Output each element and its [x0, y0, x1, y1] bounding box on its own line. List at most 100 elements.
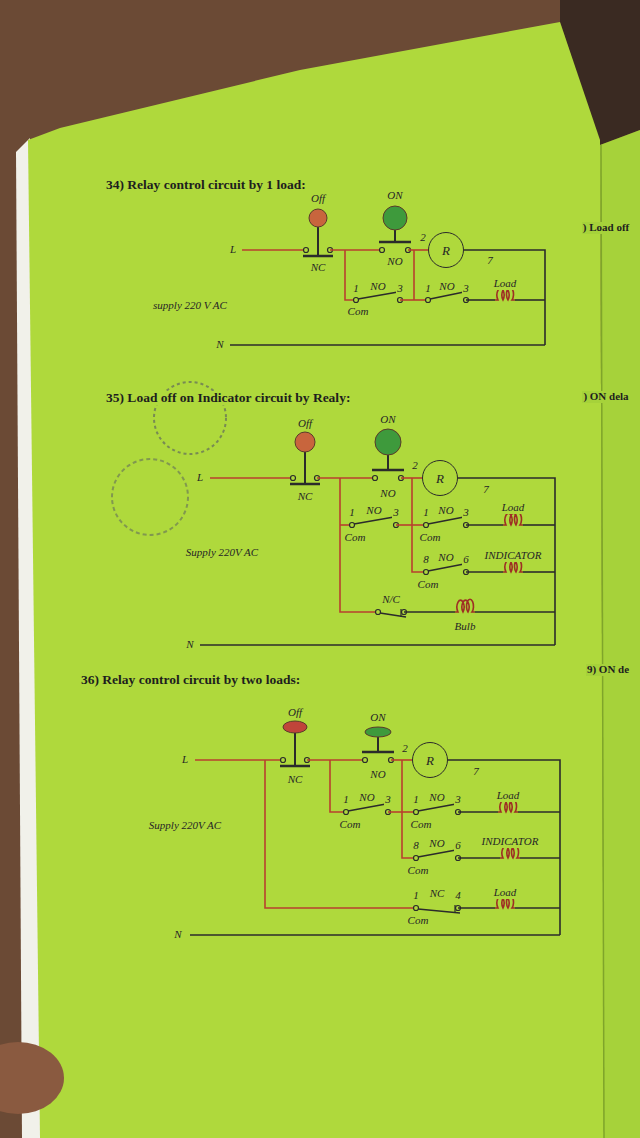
push-button-stem — [377, 737, 379, 752]
no-contact — [428, 517, 464, 524]
circuit-label: NC — [429, 888, 446, 900]
relay-coil: R — [422, 460, 458, 496]
circuit-label: L — [196, 472, 204, 484]
lamp-symbol — [503, 512, 523, 525]
wire — [523, 524, 555, 526]
circuit-label: 1 — [412, 794, 420, 806]
circuit-label: NO — [437, 505, 454, 517]
circuit-label: ON — [386, 190, 403, 202]
wire — [404, 611, 455, 613]
wire — [396, 524, 426, 526]
next-page-heading: ) ON dela — [582, 391, 629, 403]
thumb — [0, 1042, 64, 1114]
circuit-label: Load — [496, 790, 521, 802]
page-gutter — [601, 145, 604, 1138]
circuit-label: INDICATOR — [484, 550, 543, 562]
wire — [413, 250, 415, 300]
terminal — [424, 570, 429, 575]
circuit-label: 2 — [401, 743, 409, 755]
terminal — [350, 523, 355, 528]
relay-coil: R — [412, 742, 448, 778]
circuit-label: Off — [310, 193, 326, 205]
circuit-label: 6 — [454, 840, 462, 852]
circuit-label: Supply 220V AC — [185, 547, 259, 559]
circuit-label: NC — [310, 262, 327, 274]
circuit-label: NO — [428, 792, 445, 804]
terminal — [281, 758, 286, 763]
relay-coil: R — [428, 232, 464, 268]
push-button-bar — [362, 751, 394, 754]
wire — [466, 524, 503, 526]
push-button-bar — [280, 765, 310, 768]
circuit-label: Load — [501, 502, 526, 514]
circuit-label: 3 — [392, 507, 400, 519]
wire — [401, 760, 403, 812]
circuit-label: Com — [417, 579, 440, 591]
wire — [458, 478, 555, 645]
circuit-label: 7 — [472, 766, 480, 778]
wire — [307, 759, 365, 761]
circuit-label: ON — [379, 414, 396, 426]
terminal — [414, 906, 419, 911]
circuit-label: 3 — [384, 794, 392, 806]
wire — [317, 477, 375, 479]
wire — [475, 611, 555, 613]
circuit-label: N — [173, 929, 182, 941]
circuit-label: 3 — [396, 283, 404, 295]
circuit-label: Load — [493, 887, 518, 899]
circuit-label: NO — [358, 792, 375, 804]
wire — [458, 811, 498, 813]
wire — [448, 760, 560, 935]
circuit-label: NO — [428, 838, 445, 850]
circuit-label: 3 — [462, 507, 470, 519]
terminal — [376, 610, 381, 615]
circuit-label: 1 — [352, 283, 360, 295]
push-button-stem — [387, 455, 389, 470]
wire — [466, 299, 495, 301]
circuit-label: NO — [379, 488, 396, 500]
terminal — [414, 810, 419, 815]
push-button-bar — [379, 241, 411, 244]
wire — [242, 249, 306, 251]
no-contact — [354, 517, 394, 524]
circuit-label: NO — [437, 552, 454, 564]
push-button-bar — [303, 255, 333, 258]
wire — [411, 478, 413, 525]
wire — [515, 299, 545, 301]
circuit-label: Com — [339, 819, 362, 831]
no-contact — [418, 850, 456, 857]
coil-label: R — [442, 244, 450, 257]
circuit-label: NC — [287, 774, 304, 786]
wire — [210, 477, 293, 479]
wire — [230, 344, 545, 346]
circuit-heading: 34) Relay control circuit by 1 load: — [105, 178, 307, 192]
circuit-heading: 35) Load off on Indicator circuit by Rea… — [105, 391, 351, 405]
wire — [200, 644, 555, 646]
push-button-cap — [309, 209, 327, 227]
circuit-label: 8 — [412, 840, 420, 852]
wire — [518, 811, 560, 813]
push-button-stem — [294, 733, 296, 766]
push-button-stem — [317, 227, 319, 256]
circuit-label: 1 — [342, 794, 350, 806]
wire — [195, 759, 283, 761]
circuit-label: 7 — [482, 484, 490, 496]
circuit-label: 4 — [454, 890, 462, 902]
circuit-label: 1 — [424, 283, 432, 295]
circuit-label: Com — [410, 819, 433, 831]
terminal — [426, 298, 431, 303]
circuit-label: NO — [438, 281, 455, 293]
circuit-label: 6 — [462, 554, 470, 566]
wire — [458, 857, 500, 859]
wire — [523, 571, 555, 573]
circuit-label: Com — [347, 306, 370, 318]
circuit-label: L — [229, 244, 237, 256]
circuit-label: Com — [407, 915, 430, 927]
circuit-label: Off — [297, 418, 313, 430]
circuit-label: 3 — [462, 283, 470, 295]
wire — [330, 249, 382, 251]
